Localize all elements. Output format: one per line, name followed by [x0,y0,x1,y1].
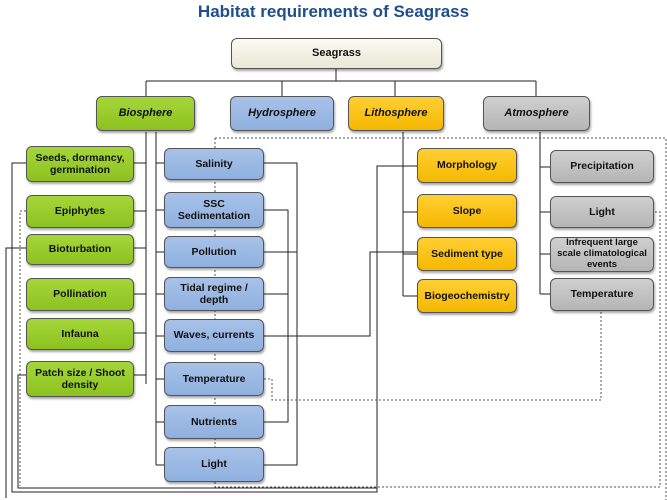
lithosphere-item: Sediment type [417,237,517,271]
biosphere-item: Patch size / Shoot density [26,361,134,397]
hydrosphere-item: Pollution [164,236,264,268]
diagram-title: Habitat requirements of Seagrass [197,2,470,21]
biosphere-item: Bioturbation [26,234,134,265]
atmosphere-item: Infrequent large scale climatological ev… [550,237,654,272]
seagrass-root-node: Seagrass [231,38,442,69]
biosphere-item: Epiphytes [26,195,134,228]
atmosphere-item: Temperature [550,278,654,311]
hydrosphere-item: Waves, currents [164,319,264,352]
hydrosphere-item: Light [164,447,264,482]
hydrosphere-item: Nutrients [164,405,264,439]
biosphere-item: Pollination [26,278,134,311]
hydrosphere-item: Salinity [164,148,264,180]
biosphere-item: Seeds, dormancy, germination [26,146,134,182]
hydrosphere-item: Temperature [164,362,264,396]
hydrosphere-node: Hydrosphere [230,96,334,131]
lithosphere-node: Lithosphere [348,96,444,131]
lithosphere-item: Biogeochemistry [417,279,517,313]
biosphere-item: Infauna [26,318,134,350]
hydrosphere-item: SSC Sedimentation [164,192,264,228]
lithosphere-item: Morphology [417,148,517,183]
biosphere-node: Biosphere [96,96,195,131]
atmosphere-item: Precipitation [550,150,654,183]
atmosphere-item: Light [550,196,654,228]
atmosphere-node: Atmosphere [483,96,590,131]
lithosphere-item: Slope [417,194,517,228]
hydrosphere-item: Tidal regime / depth [164,277,264,311]
